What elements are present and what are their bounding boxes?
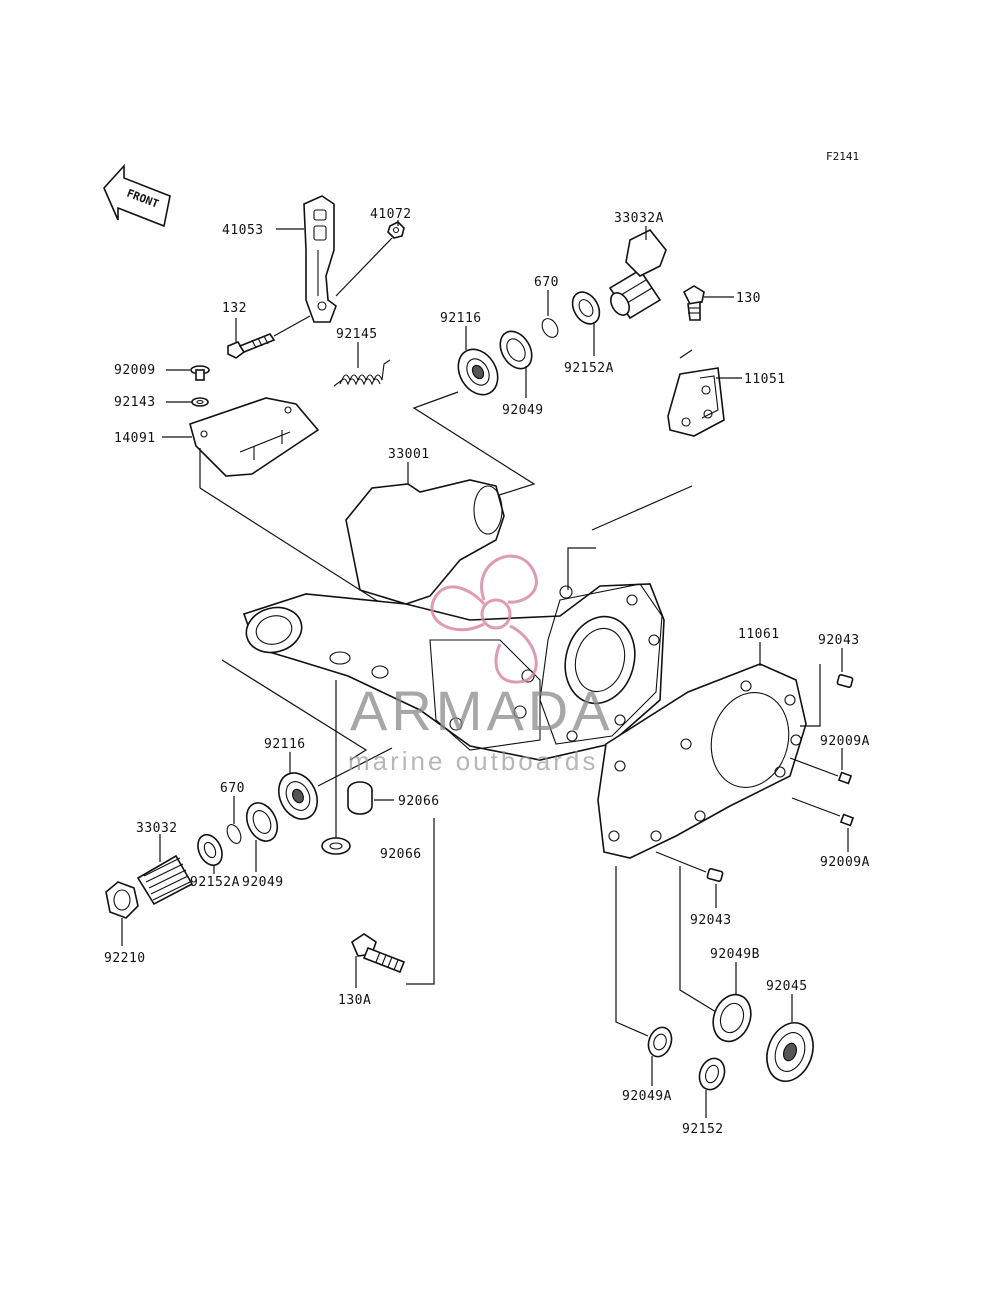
part-label-11051: 11051 xyxy=(744,372,786,387)
screw-92009A-1 xyxy=(837,771,853,785)
collar-92066-2 xyxy=(321,837,351,855)
seal-92049-bottom xyxy=(245,802,279,842)
seal-92049A xyxy=(647,1026,673,1058)
collar-92152 xyxy=(698,1057,726,1091)
part-label-92116-top: 92116 xyxy=(440,311,482,326)
part-label-41072: 41072 xyxy=(370,207,412,222)
part-label-92049A: 92049A xyxy=(622,1089,672,1104)
watermark-tagline: marine outboards xyxy=(348,746,598,776)
part-label-92066-2: 92066 xyxy=(380,847,422,862)
part-label-92152: 92152 xyxy=(682,1122,724,1137)
part-label-92066-1: 92066 xyxy=(398,794,440,809)
spring-92145 xyxy=(333,359,391,387)
dowel-92043-top xyxy=(836,674,854,688)
nut-92210 xyxy=(105,881,139,919)
lever-plate-41053 xyxy=(303,195,337,323)
bolt-130A xyxy=(351,933,406,974)
part-label-92009A-2: 92009A xyxy=(820,855,870,870)
part-label-92152A-bottom: 92152A xyxy=(190,875,240,890)
bearing-92045 xyxy=(766,1022,814,1082)
nut-41072 xyxy=(387,221,405,239)
screw-92009A-2 xyxy=(839,813,855,827)
front-arrow-icon: FRONT xyxy=(103,163,171,228)
bolt-132 xyxy=(227,333,276,359)
part-label-92116-bottom: 92116 xyxy=(264,737,306,752)
part-label-92043-top: 92043 xyxy=(818,633,860,648)
dowel-92043-bottom xyxy=(706,868,724,882)
watermark-logo-icon xyxy=(430,554,538,684)
part-label-92009A-1: 92009A xyxy=(820,734,870,749)
part-label-33032A: 33032A xyxy=(614,211,664,226)
part-label-33032: 33032 xyxy=(136,821,178,836)
screw-92009 xyxy=(190,365,210,381)
adjuster-33032 xyxy=(136,854,194,906)
part-label-92152A-top: 92152A xyxy=(564,361,614,376)
part-label-92143: 92143 xyxy=(114,395,156,410)
part-label-130A: 130A xyxy=(338,993,371,1008)
seal-92049-top xyxy=(499,330,533,370)
washer-92143 xyxy=(191,397,209,407)
cover-gasket-11061 xyxy=(597,663,807,859)
part-label-92210: 92210 xyxy=(104,951,146,966)
bolt-130 xyxy=(682,285,705,321)
bearing-92116-top xyxy=(457,348,499,396)
part-label-92043-bottom: 92043 xyxy=(690,913,732,928)
part-label-92045: 92045 xyxy=(766,979,808,994)
part-label-92049-bottom: 92049 xyxy=(242,875,284,890)
cover-plate-14091 xyxy=(189,397,320,477)
part-label-92145: 92145 xyxy=(336,327,378,342)
bearing-92116-bottom xyxy=(277,772,319,820)
washer-92152A-top xyxy=(571,291,601,325)
part-label-670-bottom: 670 xyxy=(220,781,245,796)
washer-92152A-bottom xyxy=(197,833,223,867)
oring-670-bottom xyxy=(226,824,242,844)
part-label-130: 130 xyxy=(736,291,761,306)
part-label-92049B: 92049B xyxy=(710,947,760,962)
bracket-11051 xyxy=(667,367,725,437)
adjuster-33032A xyxy=(608,228,667,320)
part-label-92049-top: 92049 xyxy=(502,403,544,418)
part-label-132: 132 xyxy=(222,301,247,316)
part-label-11061: 11061 xyxy=(738,627,780,642)
figure-id: F2141 xyxy=(826,150,859,163)
seal-92049B xyxy=(712,993,752,1043)
part-label-670-top: 670 xyxy=(534,275,559,290)
oring-670-top xyxy=(541,318,559,338)
part-label-92009: 92009 xyxy=(114,363,156,378)
collar-92066-1 xyxy=(347,781,373,815)
watermark-brand: ARMADA xyxy=(350,679,614,742)
part-label-14091: 14091 xyxy=(114,431,156,446)
part-label-33001: 33001 xyxy=(388,447,430,462)
part-label-41053: 41053 xyxy=(222,223,264,238)
gear-case-housing-33001 xyxy=(242,479,665,761)
